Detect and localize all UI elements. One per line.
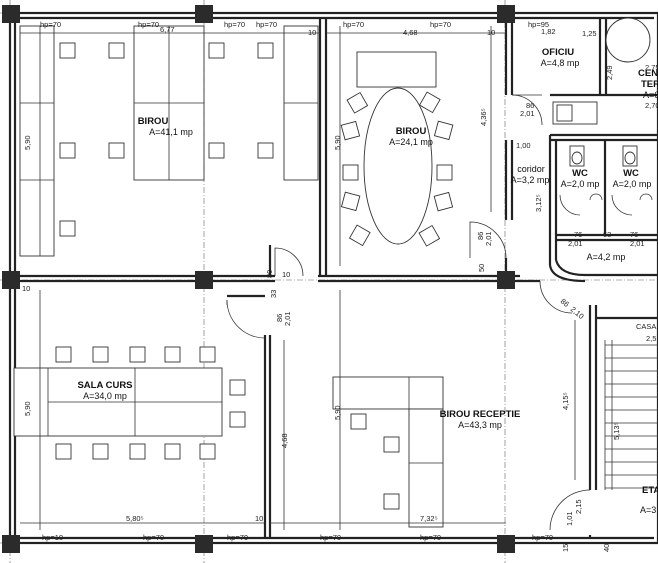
top-hp-5: hp=70 (343, 20, 364, 29)
dim-732: 7,32⁵ (420, 514, 438, 523)
dim-15: 15 (561, 544, 570, 552)
dim-201-e: 2,01 (630, 239, 645, 248)
sala-name: SALA CURS (77, 380, 132, 391)
oficiu-area: A=4,8 mp (541, 58, 580, 68)
dim-210: 2,10 (569, 305, 586, 321)
dim-255: 2,5 (646, 334, 656, 343)
centrala-name-2: TER (641, 79, 658, 90)
dim-86-a: 86 (275, 314, 284, 322)
receptie-furniture (332, 376, 444, 528)
dim-468-top: 4,68 (403, 28, 418, 37)
dim-10-e: 10 (22, 284, 30, 293)
dim-590-c: 5,90 (23, 401, 32, 416)
etaj-area: A=3 (640, 505, 656, 515)
dim-590-b: 5,90 (333, 135, 342, 150)
dim-40: 40 (602, 544, 611, 552)
walls (8, 11, 658, 545)
wc2-area: A=2,0 mp (613, 179, 652, 189)
top-hp-4: hp=70 (256, 20, 277, 29)
sala-furniture (13, 346, 246, 460)
receptie-area: A=43,3 mp (458, 420, 502, 430)
dimension-texts: hp=70 hp=70 hp=70 hp=70 hp=70 hp=70 hp=9… (22, 20, 658, 552)
dim-10-d: 10 (282, 270, 290, 279)
bottom-hp-1: hp=70 (143, 533, 164, 542)
casa-name: CASA S (636, 322, 658, 331)
dim-76-a: 76 (574, 230, 582, 239)
dim-10-a: 10 (308, 28, 316, 37)
dim-275: 2,75 (645, 63, 658, 72)
dim-86-b: 86 (476, 232, 485, 240)
bottom-hp-left: hp=10 (42, 533, 63, 542)
dim-76-b: 76 (630, 230, 638, 239)
dim-270: 2,70 (645, 101, 658, 110)
dim-468-side: 4,68 (280, 433, 289, 448)
wc1-area: A=2,0 mp (561, 179, 600, 189)
oficiu-name: OFICIU (542, 47, 574, 58)
dim-513: 5,13⁵ (612, 422, 621, 440)
birou2-furniture (340, 51, 454, 247)
dim-33: 33 (269, 290, 278, 298)
wc1-name: WC (572, 168, 588, 179)
dim-201-c: 2,01 (520, 109, 535, 118)
wc-fixtures (552, 17, 653, 201)
top-hp-7: hp=95 (528, 20, 549, 29)
doors (226, 94, 633, 531)
birou1-name: BIROU (138, 116, 169, 127)
dim-50: 50 (477, 264, 486, 272)
dim-10-c: 10 (255, 514, 263, 523)
dim-182: 1,82 (541, 27, 556, 36)
dim-10-b: 10 (487, 28, 495, 37)
stairs (604, 340, 658, 490)
centrala-area: A=6 (643, 90, 658, 100)
dim-201-a: 2,01 (283, 311, 292, 326)
receptie-name: BIROU RECEPTIE (440, 409, 521, 420)
dim-86-d: 86 (559, 297, 571, 309)
birou1-furniture (19, 25, 319, 257)
bottom-hp-3: hp=70 (320, 533, 341, 542)
dim-677: 6,77 (160, 25, 175, 34)
dim-100: 1,00 (516, 141, 531, 150)
dim-125: 1,25 (582, 29, 597, 38)
dimension-lines (20, 26, 576, 530)
dim-312: 3,12⁵ (534, 194, 543, 212)
coridor-name: coridor (517, 164, 545, 174)
dim-63: 63 (603, 230, 611, 239)
dim-580: 5,80⁵ (126, 514, 144, 523)
dim-101: 1,01 (565, 511, 574, 526)
hol-area: A=4,2 mp (587, 252, 626, 262)
dim-80: 80 (265, 270, 274, 278)
dim-86-c: 86 (526, 101, 534, 110)
coridor-area: A=3,2 mp (511, 175, 550, 185)
top-hp-6: hp=70 (430, 20, 451, 29)
columns (2, 5, 515, 553)
top-hp-1: hp=70 (40, 20, 61, 29)
bottom-hp-4: hp=70 (420, 533, 441, 542)
etaj-name: ETA (642, 485, 658, 496)
dim-201-b: 2,01 (484, 231, 493, 246)
birou2-area: A=24,1 mp (389, 137, 433, 147)
room-labels: BIROU A=41,1 mp BIROU A=24,1 mp OFICIU A… (77, 47, 658, 515)
birou1-area: A=41,1 mp (149, 127, 193, 137)
birou2-name: BIROU (396, 126, 427, 137)
top-hp-2: hp=70 (138, 20, 159, 29)
dim-436: 4,36⁵ (479, 108, 488, 126)
bottom-hp-2: hp=70 (227, 533, 248, 542)
dim-415: 4,15⁵ (561, 392, 570, 410)
bottom-hp-5: hp=70 (532, 533, 553, 542)
dim-215: 2,15 (574, 499, 583, 514)
dim-201-d: 2,01 (568, 239, 583, 248)
dim-249: 2,49 (605, 65, 614, 80)
sala-area: A=34,0 mp (83, 391, 127, 401)
dim-590-d: 5,90 (333, 405, 342, 420)
dim-590-a: 5,90 (23, 135, 32, 150)
wc2-name: WC (623, 168, 639, 179)
top-hp-3: hp=70 (224, 20, 245, 29)
